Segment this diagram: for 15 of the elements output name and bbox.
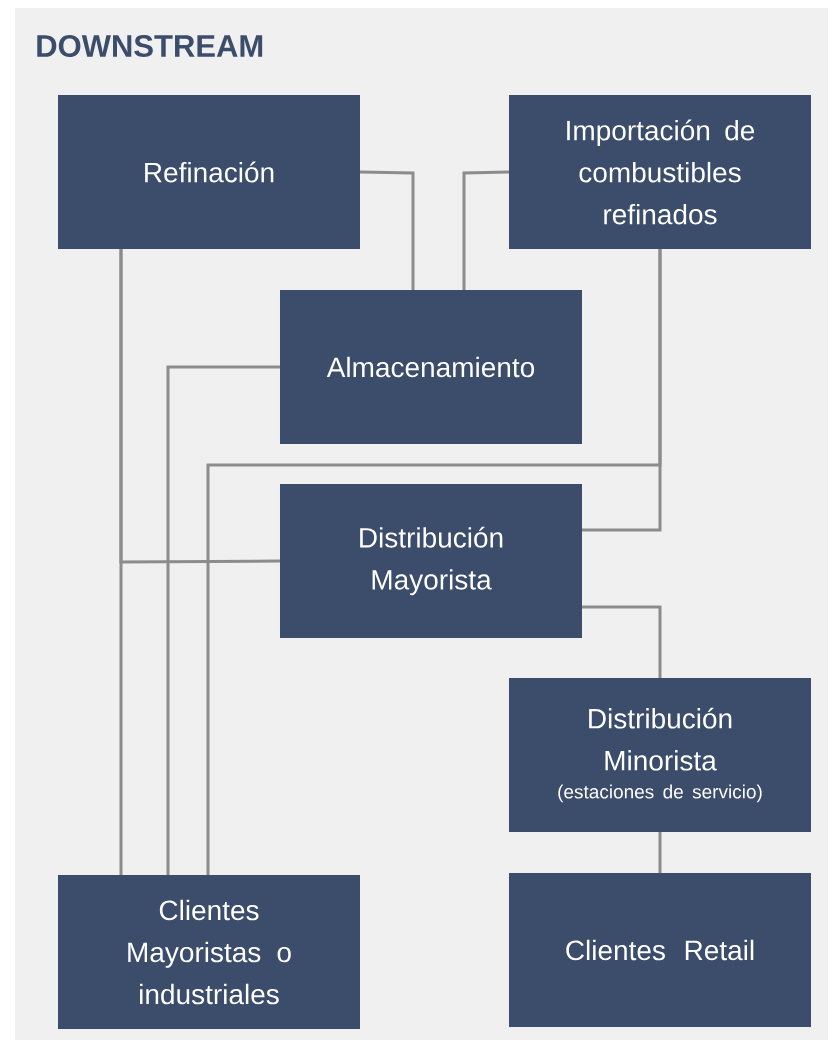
title: DOWNSTREAM bbox=[37, 35, 263, 57]
process-box: Clientes Mayoristas o industriales bbox=[58, 875, 360, 1029]
process-box: Distribución Minorista (estaciones de servicio) bbox=[509, 678, 811, 832]
connector-line bbox=[658, 832, 662, 873]
connector-line bbox=[206, 249, 662, 875]
process-box: Importación de combustibles refinados bbox=[509, 95, 811, 249]
connector-line bbox=[359, 170, 415, 290]
connector-line bbox=[119, 249, 280, 564]
connector-line bbox=[582, 605, 662, 678]
connector-line bbox=[166, 365, 280, 875]
process-box: Almacenamiento bbox=[280, 290, 582, 444]
process-box: Clientes Retail bbox=[509, 873, 811, 1027]
process-box: Distribución Mayorista bbox=[280, 484, 582, 638]
connector-line bbox=[462, 170, 510, 290]
process-box: Refinación bbox=[58, 95, 360, 249]
